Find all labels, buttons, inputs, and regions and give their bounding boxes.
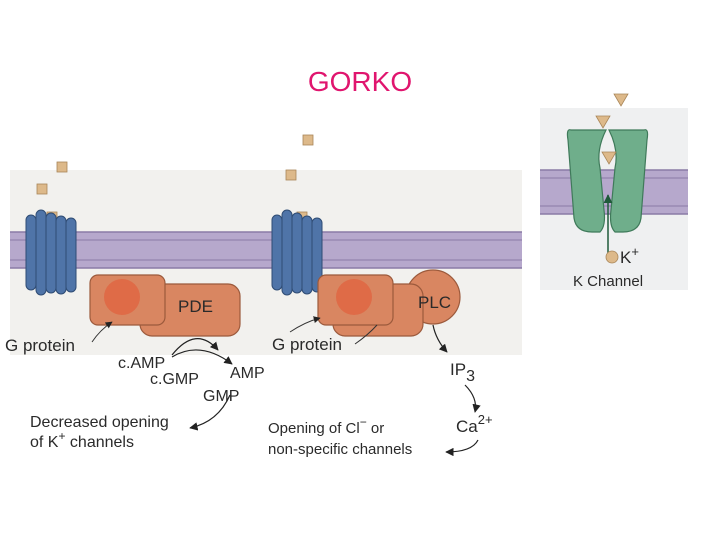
pde-label: PDE bbox=[178, 297, 213, 316]
g-protein-right bbox=[317, 274, 424, 337]
k-ion-icon bbox=[605, 250, 619, 264]
opening-cl-label: Opening of Cl− or bbox=[268, 415, 384, 437]
ca-to-channels-arrow bbox=[445, 439, 479, 457]
gmp-label: GMP bbox=[203, 388, 239, 405]
plc-to-ip3-arrow bbox=[432, 324, 448, 353]
cgmp-label: c.GMP bbox=[150, 371, 199, 388]
pde-to-amp-arrow bbox=[171, 338, 219, 356]
g-protein-right-pointer-tail bbox=[354, 324, 378, 345]
k-channel-ligands bbox=[595, 93, 629, 165]
ip3-label: IP3 bbox=[450, 360, 475, 385]
g-protein-right-pointer bbox=[289, 316, 321, 333]
k-ion-label: K+ bbox=[620, 244, 639, 267]
g-protein-left-label: G protein bbox=[5, 336, 75, 355]
k-channel-label: K Channel bbox=[573, 273, 643, 290]
amp-label: AMP bbox=[230, 365, 265, 382]
decreased-opening-label: Decreased opening bbox=[30, 414, 169, 431]
g-protein-right-label: G protein bbox=[272, 335, 342, 354]
non-specific-channels-label: non-specific channels bbox=[268, 441, 412, 458]
receptor-right bbox=[271, 209, 323, 296]
pde-to-gmp-arrow bbox=[171, 349, 233, 365]
ca-label: Ca2+ bbox=[456, 412, 493, 436]
g-protein-left bbox=[89, 274, 166, 326]
gmp-to-k-channel-arrow bbox=[189, 394, 231, 431]
receptor-left bbox=[25, 209, 77, 296]
cell-membrane bbox=[10, 231, 522, 269]
plc-label: PLC bbox=[418, 293, 451, 312]
g-protein-left-pointer bbox=[91, 321, 113, 343]
k-channels-label: of K+ channels bbox=[30, 429, 134, 451]
page-title: GORKO bbox=[307, 66, 413, 97]
k-channel-protein bbox=[566, 129, 649, 233]
ip3-to-ca-arrow bbox=[464, 384, 481, 413]
camp-label: c.AMP bbox=[118, 355, 165, 372]
